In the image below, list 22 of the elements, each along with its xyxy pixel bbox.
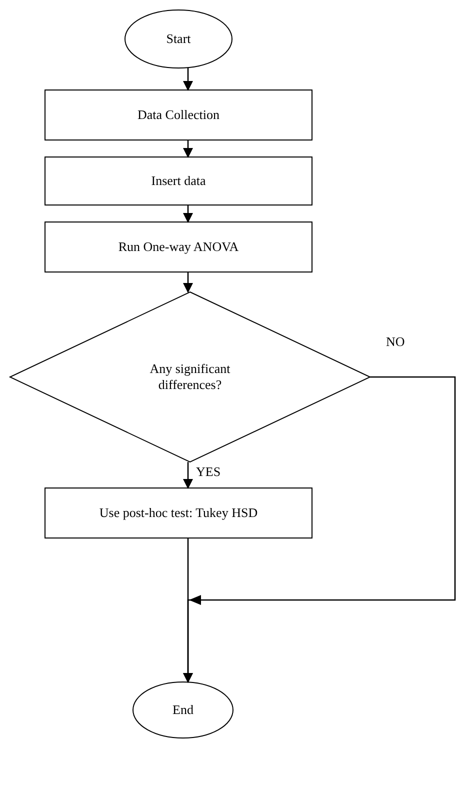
terminal-ellipse xyxy=(132,682,234,738)
terminal-ellipse xyxy=(124,10,232,68)
process-box xyxy=(44,156,312,206)
node-label: End xyxy=(172,702,194,718)
arrow xyxy=(183,538,193,683)
process-box xyxy=(44,90,312,140)
arrow xyxy=(183,68,193,91)
decision-diamond xyxy=(8,291,372,463)
node-label: Run One-way ANOVA xyxy=(118,238,239,256)
edge-label: YES xyxy=(196,465,221,478)
node-label: Start xyxy=(166,30,191,48)
node-label: Use post-hoc test: Tukey HSD xyxy=(99,504,258,522)
arrow xyxy=(183,462,193,489)
process-box xyxy=(44,222,312,272)
arrow xyxy=(183,140,193,158)
node-label: Insert data xyxy=(151,172,206,190)
edge-label: NO xyxy=(386,335,405,348)
node-label: Any significant differences? xyxy=(148,360,232,394)
arrow xyxy=(183,205,193,223)
node-label: Data Collection xyxy=(138,106,220,124)
process-box xyxy=(44,488,312,538)
arrow xyxy=(183,272,193,293)
